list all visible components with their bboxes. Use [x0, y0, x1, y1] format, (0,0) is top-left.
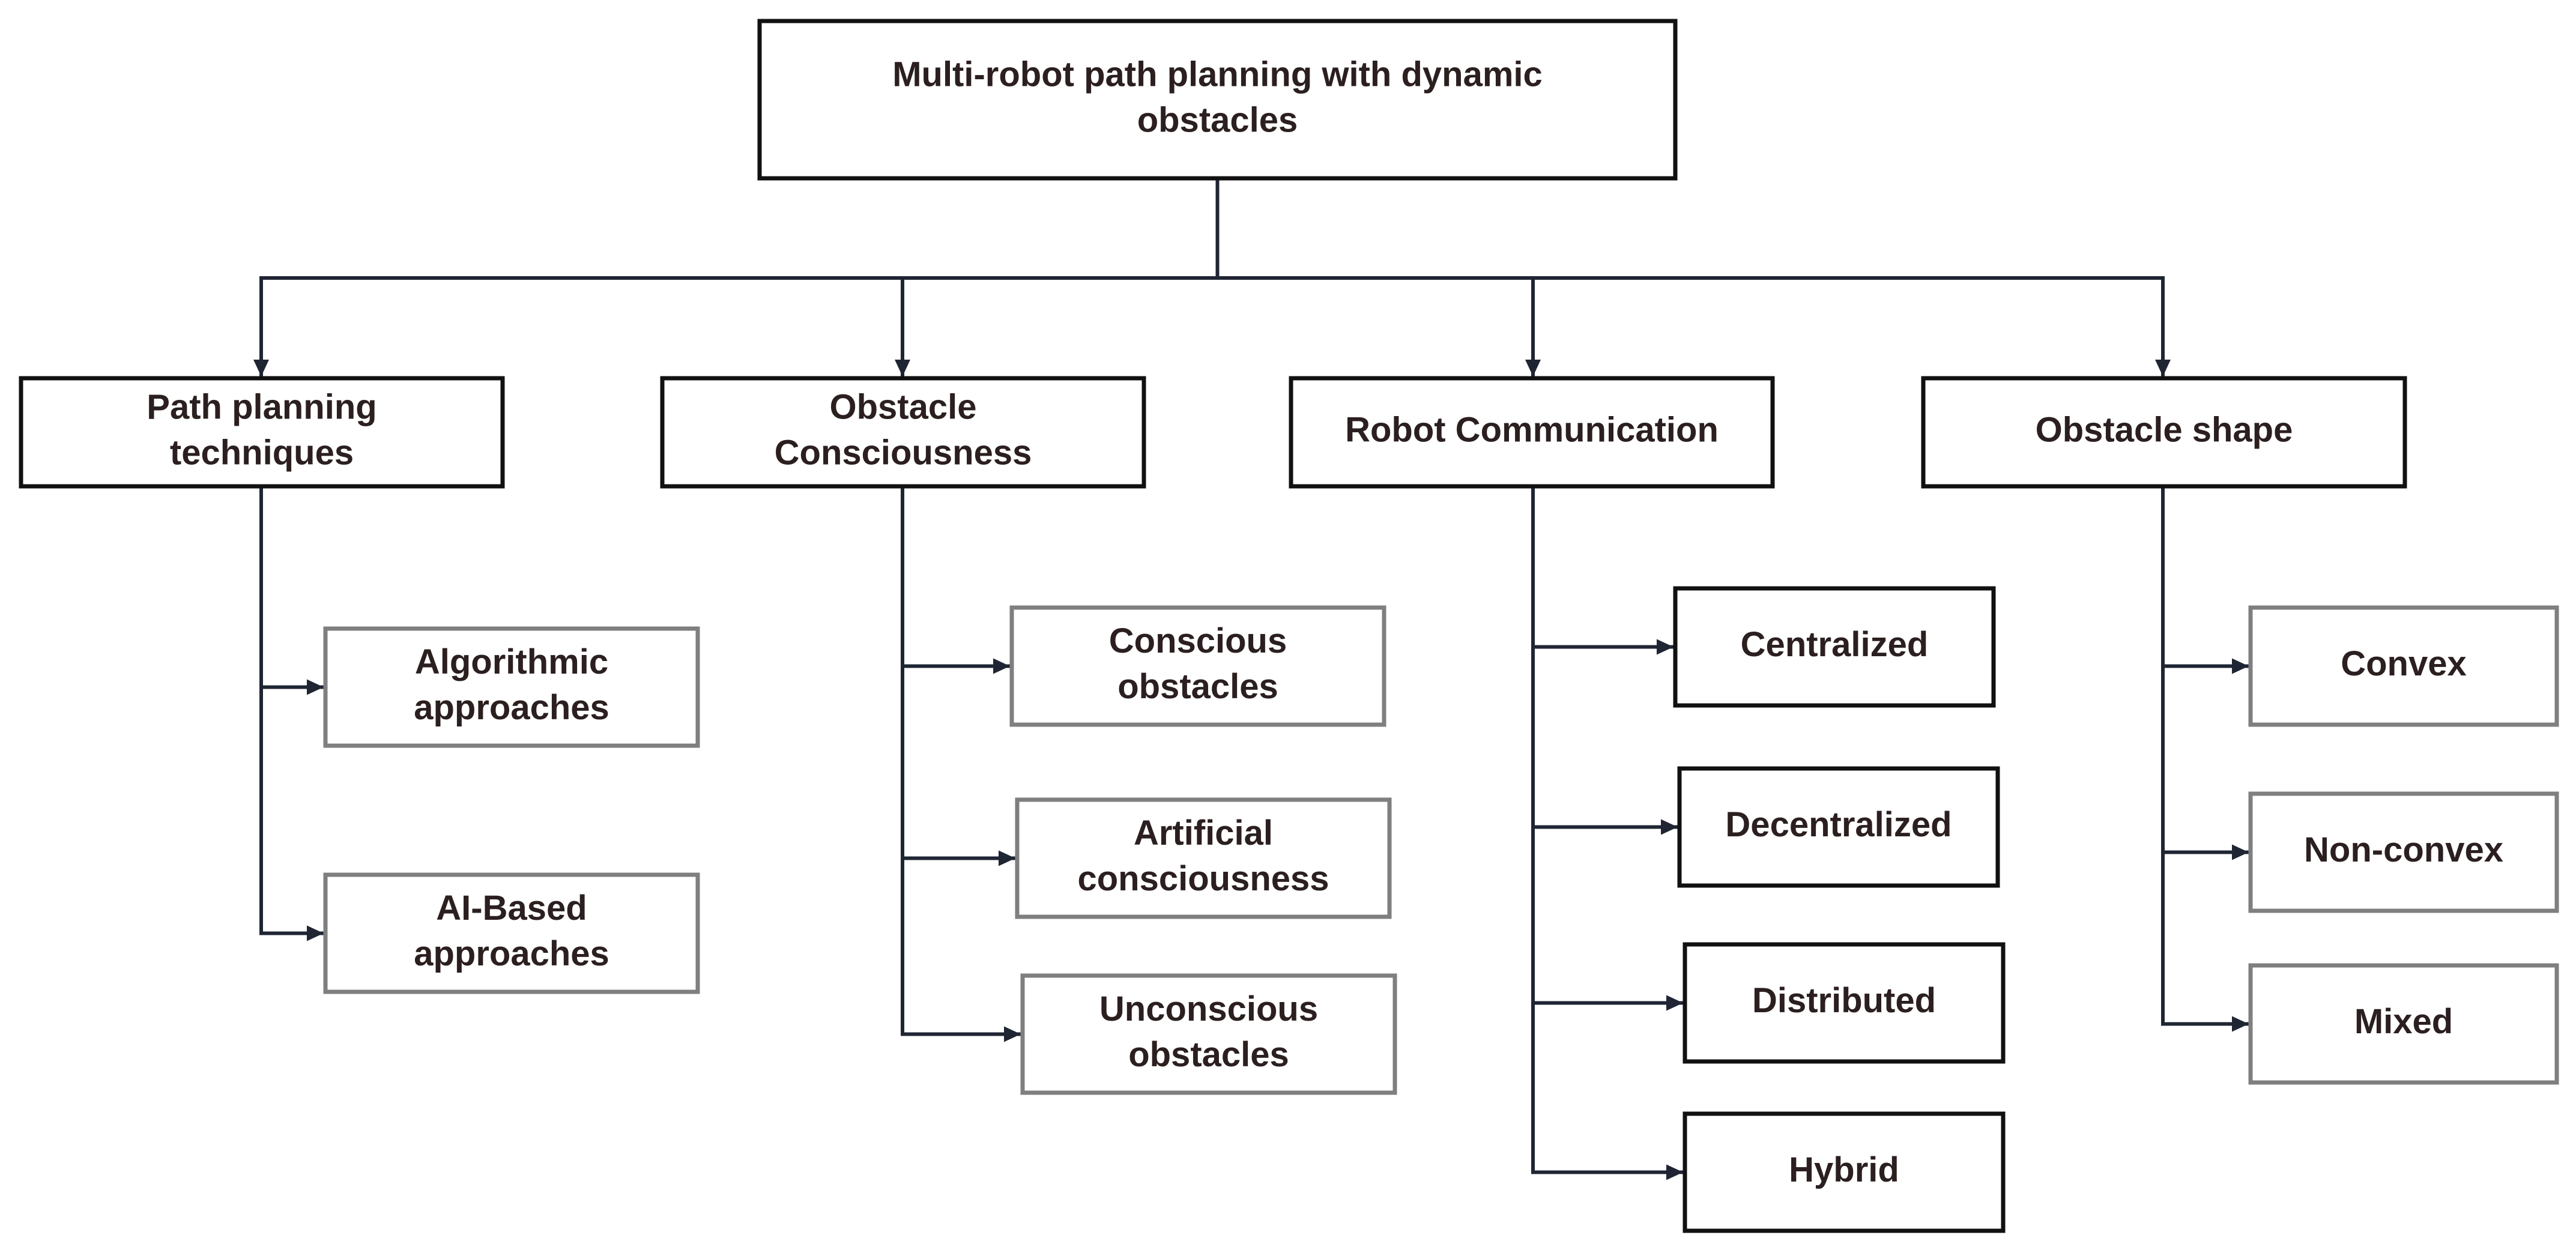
- category-obstacle-shape-box: [1921, 376, 2407, 489]
- subcategory-distributed: Distributed: [1683, 942, 2006, 1064]
- subcategory-ai-based-approaches-label-line-1: AI-Based: [436, 889, 587, 928]
- subcategory-non-convex: Non-convex: [2248, 791, 2559, 913]
- root-node: Multi-robot path planning with dynamic ob…: [757, 19, 1678, 181]
- subcategory-convex: Convex: [2248, 605, 2559, 727]
- subcategory-conscious-obstacles: Conscious obstacles: [1009, 605, 1386, 727]
- category-path-planning-techniques: Path planning techniques: [19, 376, 505, 489]
- subcategory-algorithmic-approaches-box: [323, 626, 700, 748]
- subcategory-distributed-label-line-1: Distributed: [1752, 981, 1936, 1020]
- subcategory-ai-based-approaches-box: [323, 872, 700, 994]
- category-path-planning-techniques-label-line-2: techniques: [170, 433, 354, 472]
- category-robot-communication-box: [1289, 376, 1775, 489]
- subcategory-ai-based-approaches: AI-Based approaches: [323, 872, 700, 994]
- subcategory-centralized: Centralized: [1673, 586, 1996, 708]
- subcategory-mixed: Mixed: [2248, 963, 2559, 1085]
- category-obstacle-shape: Obstacle shape: [1921, 376, 2407, 489]
- subcategory-decentralized: Decentralized: [1677, 766, 2000, 888]
- root-node-box: [757, 19, 1678, 181]
- subcategory-unconscious-obstacles-label-line-1: Unconscious: [1099, 989, 1318, 1028]
- subcategory-conscious-obstacles-label-line-1: Conscious: [1109, 621, 1287, 660]
- category-robot-communication-label-line-1: Robot Communication: [1345, 410, 1719, 449]
- subcategory-non-convex-box: [2248, 791, 2559, 913]
- subcategory-centralized-box: [1673, 586, 1996, 708]
- subcategory-decentralized-box: [1677, 766, 2000, 888]
- subcategory-artificial-consciousness: Artificial consciousness: [1015, 797, 1392, 919]
- subcategory-convex-box: [2248, 605, 2559, 727]
- subcategory-centralized-label-line-1: Centralized: [1741, 625, 1929, 664]
- connector-layer: [253, 177, 2251, 1180]
- category-robot-communication: Robot Communication: [1289, 376, 1775, 489]
- root-node-label-line-1: Multi-robot path planning with dynamic: [892, 55, 1543, 94]
- subcategory-algorithmic-approaches: Algorithmic approaches: [323, 626, 700, 748]
- subcategory-algorithmic-approaches-label-line-2: approaches: [414, 688, 609, 727]
- root-node-label-line-2: obstacles: [1137, 100, 1298, 139]
- category-obstacle-consciousness-label-line-1: Obstacle: [830, 387, 977, 426]
- subcategory-distributed-box: [1683, 942, 2006, 1064]
- category-path-planning-techniques-label-line-1: Path planning: [147, 387, 376, 426]
- category-obstacle-shape-label-line-1: Obstacle shape: [2036, 410, 2293, 449]
- subcategory-hybrid-box: [1683, 1111, 2006, 1233]
- subcategory-artificial-consciousness-label-line-2: consciousness: [1077, 859, 1329, 898]
- subcategory-unconscious-obstacles-box: [1020, 973, 1397, 1095]
- subcategory-artificial-consciousness-label-line-1: Artificial: [1134, 814, 1273, 853]
- subcategory-artificial-consciousness-box: [1015, 797, 1392, 919]
- subcategory-hybrid: Hybrid: [1683, 1111, 2006, 1233]
- subcategory-non-convex-label-line-1: Non-convex: [2304, 830, 2503, 869]
- category-obstacle-consciousness-box: [660, 376, 1146, 489]
- subcategory-conscious-obstacles-box: [1009, 605, 1386, 727]
- subcategory-unconscious-obstacles: Unconscious obstacles: [1020, 973, 1397, 1095]
- subcategory-decentralized-label-line-1: Decentralized: [1725, 805, 1952, 844]
- subcategory-convex-label-line-1: Convex: [2341, 644, 2467, 683]
- node-layer: Multi-robot path planning with dynamic ob…: [19, 19, 2559, 1233]
- category-obstacle-consciousness-label-line-2: Consciousness: [775, 433, 1032, 472]
- category-path-planning-techniques-box: [19, 376, 505, 489]
- subcategory-conscious-obstacles-label-line-2: obstacles: [1117, 667, 1278, 706]
- subcategory-hybrid-label-line-1: Hybrid: [1789, 1150, 1899, 1189]
- subcategory-mixed-label-line-1: Mixed: [2354, 1002, 2453, 1041]
- subcategory-algorithmic-approaches-label-line-1: Algorithmic: [415, 642, 608, 681]
- subcategory-unconscious-obstacles-label-line-2: obstacles: [1128, 1035, 1289, 1074]
- subcategory-ai-based-approaches-label-line-2: approaches: [414, 934, 609, 973]
- subcategory-mixed-box: [2248, 963, 2559, 1085]
